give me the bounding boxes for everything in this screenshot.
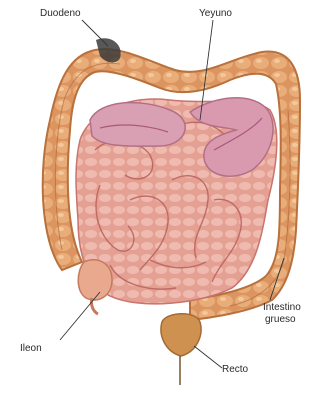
label-intestino-grueso: Intestino grueso [263,302,301,326]
caecum [78,260,112,314]
rectum [161,314,201,385]
label-recto: Recto [222,364,248,376]
label-intestino-grueso-line2: grueso [263,314,301,326]
label-ileon: Ileon [20,343,42,355]
label-duodeno: Duodeno [40,8,81,20]
leader-recto [194,346,222,368]
label-yeyuno: Yeyuno [199,8,232,20]
rectum-body [161,314,201,356]
label-intestino-grueso-line1: Intestino [263,302,301,314]
leader-duodeno [82,20,108,46]
leader-ileon [60,292,100,340]
